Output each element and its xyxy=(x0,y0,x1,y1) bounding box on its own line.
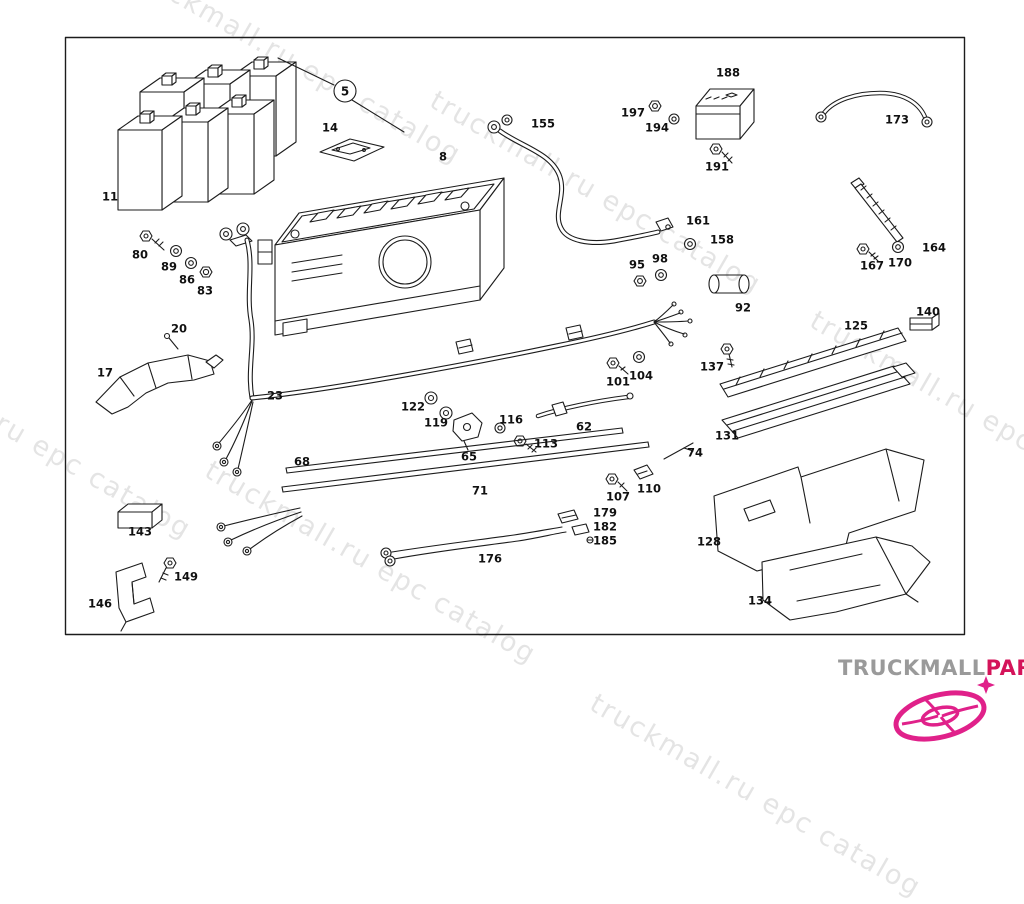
washer-116 xyxy=(495,423,505,433)
spacer-92 xyxy=(709,275,749,293)
washer-170 xyxy=(893,242,904,253)
brand-name: TRUCKMALLPARTS xyxy=(838,656,1020,680)
bracket-17 xyxy=(96,355,223,414)
bolt-107 xyxy=(606,474,627,491)
parts-diagram-canvas: 5 xyxy=(0,0,1024,750)
washer-122 xyxy=(425,392,437,404)
callout-5-label: 5 xyxy=(341,85,349,99)
cable-173 xyxy=(816,93,932,127)
bracket-146 xyxy=(116,563,154,631)
box-143 xyxy=(118,504,162,528)
wire-assembly-176 xyxy=(381,510,593,566)
battery-8 xyxy=(258,178,504,336)
brand-wheel-icon xyxy=(882,674,1012,754)
clip-110 xyxy=(634,465,653,479)
washer-158 xyxy=(685,239,696,250)
cover-plate-14 xyxy=(320,139,384,161)
battery-cell-pack-11 xyxy=(118,57,296,210)
washer-194 xyxy=(669,114,679,124)
screw-149 xyxy=(159,558,176,582)
brand-name-accent: PARTS xyxy=(986,656,1024,680)
nut-95 xyxy=(634,276,646,286)
bolt-167 xyxy=(857,244,878,261)
bracket-140 xyxy=(910,313,939,330)
strap-164 xyxy=(851,178,903,242)
cable-155 xyxy=(488,115,658,242)
washer-98 xyxy=(656,270,667,281)
screw-137 xyxy=(721,344,734,367)
callout-5: 5 xyxy=(278,58,404,132)
brand-logo: TRUCKMALLPARTS xyxy=(838,656,1020,754)
bolt-191 xyxy=(710,144,732,163)
washer-119 xyxy=(440,407,452,419)
relay-188 xyxy=(696,89,754,139)
brand-name-primary: TRUCKMALL xyxy=(838,656,986,680)
terminal-hardware-80-83 xyxy=(140,231,212,277)
harness-leads xyxy=(217,508,302,555)
cable-62 xyxy=(538,393,633,416)
bolt-101 xyxy=(607,358,628,374)
bracket-65 xyxy=(453,413,482,450)
page: truckmall.ru epc catalog truckmall.ru ep… xyxy=(0,0,1024,750)
washer-104 xyxy=(634,352,645,363)
clip-161 xyxy=(656,218,673,231)
terminal-74 xyxy=(664,443,693,459)
nut-197 xyxy=(649,101,661,111)
pin-20 xyxy=(165,334,179,350)
